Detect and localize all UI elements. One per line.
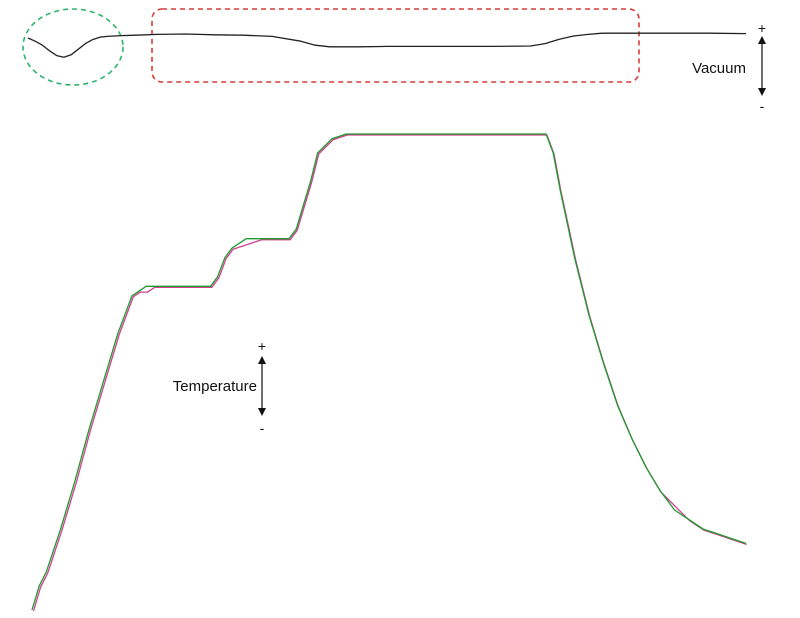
temperature-down-arrow-icon xyxy=(258,408,266,416)
vacuum-axis-indicator: + - Vacuum xyxy=(692,20,766,114)
temperature-plus-label: + xyxy=(258,338,266,354)
temperature-minus-label: - xyxy=(260,420,265,436)
temperature-series-line-green xyxy=(31,133,747,611)
temperature-axis-indicator: + - Temperature xyxy=(173,338,266,436)
temperature-plot xyxy=(31,133,747,612)
vacuum-down-arrow-icon xyxy=(758,88,766,96)
vacuum-minus-label: - xyxy=(760,98,765,114)
temperature-axis-label: Temperature xyxy=(173,378,257,395)
vacuum-up-arrow-icon xyxy=(758,36,766,44)
temperature-up-arrow-icon xyxy=(258,356,266,364)
green-highlight-ellipse xyxy=(22,8,124,86)
temperature-series-group xyxy=(31,133,747,612)
vacuum-plot xyxy=(22,8,747,86)
vacuum-plus-label: + xyxy=(758,20,766,36)
vacuum-axis-label: Vacuum xyxy=(692,60,746,77)
vacuum-series-line xyxy=(27,32,747,58)
red-highlight-box xyxy=(151,8,640,83)
vacuum-series-group xyxy=(27,32,747,58)
